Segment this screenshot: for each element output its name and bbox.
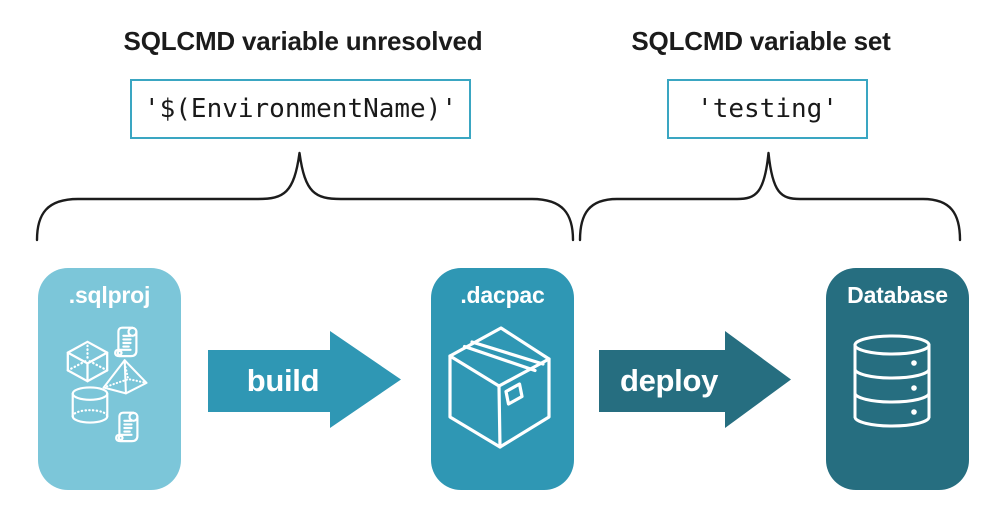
package-box-icon xyxy=(448,326,551,449)
stage-label-database: Database xyxy=(847,282,948,308)
stage-label-dacpac: .dacpac xyxy=(460,282,545,308)
script-scroll-icon xyxy=(114,326,138,358)
left-brace xyxy=(35,151,575,242)
stage-card-sqlproj: .sqlproj xyxy=(38,268,181,490)
database-icon xyxy=(853,334,931,428)
cylinder-icon xyxy=(71,386,109,424)
resolved-variable-text: 'testing' xyxy=(697,94,838,124)
build-arrow-label: build xyxy=(246,363,320,398)
stage-card-dacpac: .dacpac xyxy=(431,268,574,490)
stage-label-sqlproj: .sqlproj xyxy=(68,282,151,308)
pyramid-icon xyxy=(102,359,148,395)
stage-card-database: Database xyxy=(826,268,969,490)
deploy-arrow-label: deploy xyxy=(619,363,719,398)
right-brace xyxy=(578,151,962,242)
left-heading: SQLCMD variable unresolved xyxy=(123,26,483,56)
script-scroll-icon xyxy=(115,411,139,443)
unresolved-variable-box: '$(EnvironmentName)' xyxy=(130,79,471,139)
cube-icon xyxy=(66,340,109,383)
unresolved-variable-text: '$(EnvironmentName)' xyxy=(143,94,458,124)
resolved-variable-box: 'testing' xyxy=(667,79,868,139)
right-heading: SQLCMD variable set xyxy=(631,26,891,56)
